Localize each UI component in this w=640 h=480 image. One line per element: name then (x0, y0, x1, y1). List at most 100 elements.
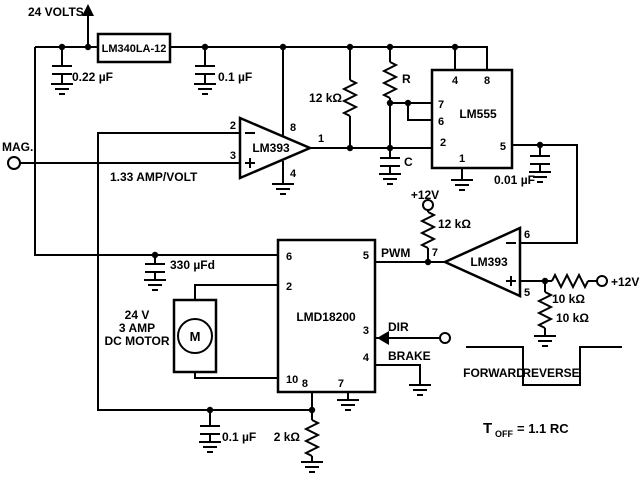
timer-pin-reset: 4 (452, 75, 459, 87)
wire-brake (375, 364, 421, 385)
plus12v-terminal-ref (596, 275, 608, 287)
junction (424, 258, 432, 266)
resistor-zigzag (381, 61, 399, 99)
polarity-marks (245, 132, 516, 286)
reverse-label: REVERSE (522, 366, 579, 380)
motor-spec1: 24 V (125, 308, 150, 322)
resistor-timing-r (381, 47, 399, 148)
mag-terminal (7, 156, 21, 170)
resistor-zigzag (303, 419, 321, 457)
comparator1-triangle (238, 116, 314, 180)
ground-icon (198, 441, 222, 453)
timing-c-label: C (404, 155, 413, 169)
capacitor-01uf-top (195, 47, 215, 84)
cap001-label: 0.01 µF (494, 173, 535, 187)
formula-eq: = 1.1 RC (517, 421, 569, 436)
plus12v-terminal-pullup (422, 199, 434, 211)
ground-icon (378, 173, 402, 185)
timer-name: LM555 (459, 107, 497, 121)
ground-icon (143, 279, 167, 291)
comp1-name: LM393 (252, 141, 290, 155)
comp2-pin-out: 7 (432, 247, 438, 259)
motor-symbol: M (190, 329, 201, 344)
r2k-label: 2 kΩ (274, 430, 301, 444)
wire-555-threshold (407, 103, 432, 121)
scale-label: 1.33 AMP/VOLT (110, 170, 198, 184)
driver-pin-brake: 4 (363, 352, 370, 364)
resistor-2k-sense (303, 419, 321, 462)
junction (201, 43, 209, 51)
capacitor-01uf-bottom (200, 410, 220, 442)
comp2-name: LM393 (470, 255, 508, 269)
cap330-label: 330 µFd (170, 258, 215, 272)
driver-box (276, 238, 377, 394)
timer-box (430, 68, 514, 170)
cap01-bottom-label: 0.1 µF (222, 430, 256, 444)
junction (541, 277, 549, 285)
timer-pin-threshold: 6 (438, 116, 444, 128)
junction (386, 144, 394, 152)
junction (58, 43, 66, 51)
r10k-top-label: 10 kΩ (552, 292, 585, 306)
junction (206, 406, 214, 414)
comp1-pin-out: 1 (318, 133, 324, 145)
ground-icon (300, 461, 324, 473)
ground-icon (271, 183, 295, 195)
ground-icon (50, 83, 74, 95)
resistor-10k-top (551, 272, 589, 290)
driver-name: LMD18200 (296, 310, 356, 324)
resistor-zigzag (536, 291, 554, 329)
driver-pin-pwm: 5 (363, 250, 369, 262)
ground-icon (450, 179, 474, 191)
mag-label: MAG. (2, 140, 33, 154)
supply-input-label: 24 VOLTS (28, 5, 84, 19)
dir-label: DIR (388, 320, 409, 334)
direction-waveform (466, 346, 622, 386)
dir-left-arrow-icon (377, 331, 389, 345)
resistor-zigzag (419, 211, 437, 249)
ground-icon (408, 384, 432, 396)
resistor-12k-pullup-comp1 (341, 47, 359, 148)
junction (404, 99, 412, 107)
r10k-bottom-label: 10 kΩ (556, 311, 589, 325)
brake-label: BRAKE (388, 349, 431, 363)
driver-pin-out2: 10 (286, 374, 298, 386)
formula-t: T (483, 420, 492, 437)
capacitor-330ufd (145, 255, 165, 280)
timer-pin-vcc: 8 (484, 75, 490, 87)
regulator-label: LM340LA-12 (102, 43, 167, 55)
comp1-pin-inv: 2 (230, 120, 236, 132)
r12k-comp2-label: 12 kΩ (438, 217, 471, 231)
comp2-pin-inv: 6 (524, 229, 530, 241)
driver-pin-out1: 2 (286, 281, 292, 293)
resistor-12k-pullup-comp2 (419, 211, 437, 249)
capacitor-001uf (530, 145, 550, 172)
forward-label: FORWARD (463, 366, 525, 380)
junction (279, 43, 287, 51)
junction (308, 406, 316, 414)
timer-pin-gnd: 1 (459, 153, 465, 165)
comp1-pin-vcc: 8 (290, 122, 296, 134)
wiring (20, 14, 597, 420)
junction (346, 43, 354, 51)
wire-555-control-to-comp2 (512, 144, 578, 244)
ground-icon (533, 335, 557, 347)
junction (151, 251, 159, 259)
cap01-top-label: 0.1 µF (218, 70, 252, 84)
junction (536, 141, 544, 149)
timer-pin-trigger: 2 (440, 137, 446, 149)
comp1-pin-noninv: 3 (230, 150, 236, 162)
timing-r-label: R (402, 72, 411, 86)
comp2-pin-noninv: 5 (524, 287, 530, 299)
plus12v-pullup-label: +12V (411, 188, 439, 202)
comparator2-triangle (441, 226, 522, 298)
capacitor-timing-c (380, 148, 400, 174)
wire-left-vs-rail (34, 47, 278, 256)
dir-terminal (439, 332, 451, 344)
regulator-box (96, 32, 172, 64)
driver-pin-sense: 8 (302, 378, 308, 390)
resistor-zigzag (551, 272, 589, 290)
capacitors (52, 47, 550, 442)
comp1-pin-gnd: 4 (290, 168, 297, 180)
